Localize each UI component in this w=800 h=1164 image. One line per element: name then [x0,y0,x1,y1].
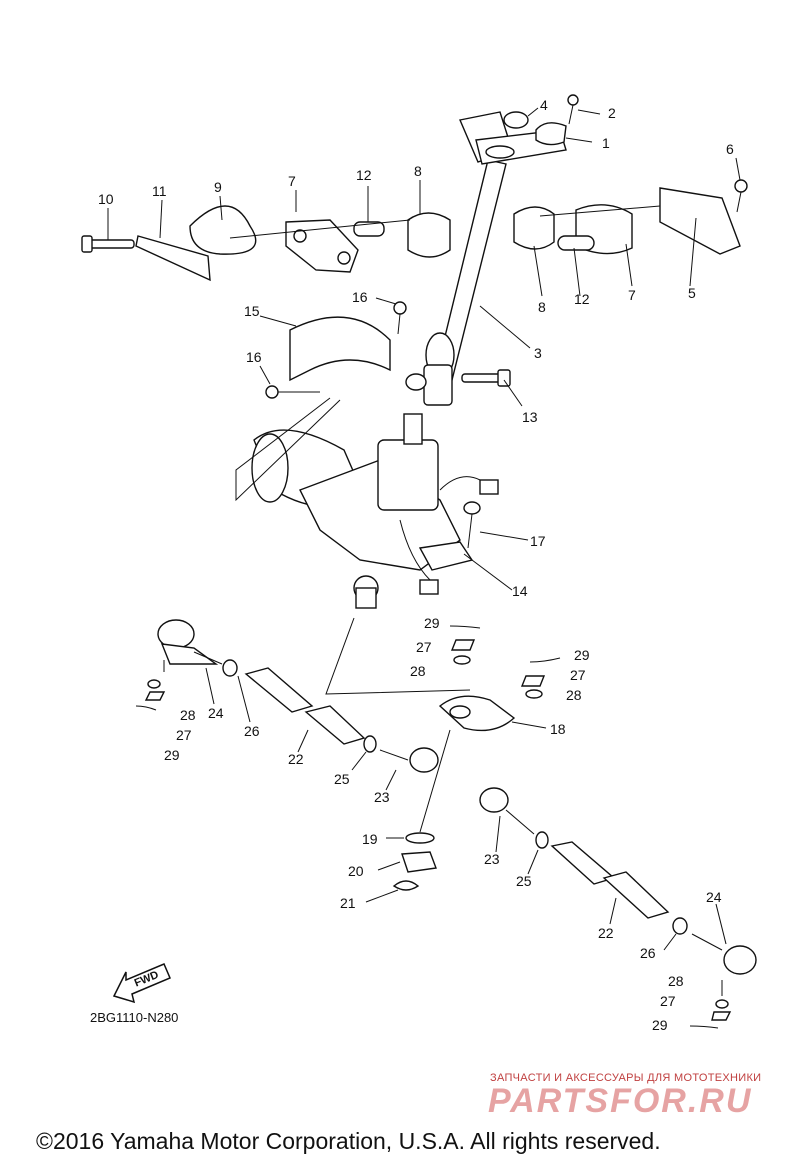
callout-28d: 28 [668,973,684,989]
callout-20: 20 [348,863,364,879]
callout-1: 1 [602,135,610,151]
callout-25b: 25 [516,873,532,889]
callout-18: 18 [550,721,566,737]
callout-29a: 29 [424,615,440,631]
callout-10: 10 [98,191,114,207]
callout-3: 3 [534,345,542,361]
left-clamp-assembly [81,205,451,282]
callout-16b: 16 [246,349,262,365]
callout-16a: 16 [352,289,368,305]
callout-28b: 28 [566,687,582,703]
callout-24b: 24 [706,889,722,905]
callout-22a: 22 [288,751,304,767]
callout-29b: 29 [574,647,590,663]
watermark-brand: PARTSFOR.RU [488,1082,753,1120]
right-clamp-assembly [513,179,748,255]
column-top-parts [503,94,579,146]
callout-26a: 26 [244,723,260,739]
callout-27d: 27 [660,993,676,1009]
callout-17: 17 [530,533,546,549]
callout-5: 5 [688,285,696,301]
callout-8b: 8 [538,299,546,315]
callout-29c: 29 [164,747,180,763]
callout-28a: 28 [410,663,426,679]
callout-24a: 24 [208,705,224,721]
callout-labels: 1 2 3 4 5 6 7 7 8 8 9 10 11 12 12 13 14 … [98,97,734,1033]
callout-9: 9 [214,179,222,195]
callout-21: 21 [340,895,356,911]
right-tie-rod [479,787,757,1029]
left-tie-rod [135,619,439,773]
callout-26b: 26 [640,945,656,961]
callout-4: 4 [540,97,548,113]
callout-7b: 7 [628,287,636,303]
callout-22b: 22 [598,925,614,941]
callout-6: 6 [726,141,734,157]
callout-15: 15 [244,303,260,319]
callout-13: 13 [522,409,538,425]
callout-14: 14 [512,583,528,599]
callout-12a: 12 [356,167,372,183]
steering-column [405,111,567,406]
callout-23b: 23 [484,851,500,867]
callout-27a: 27 [416,639,432,655]
eps-motor-unit [235,301,499,609]
callout-12b: 12 [574,291,590,307]
callout-7a: 7 [288,173,296,189]
callout-2: 2 [608,105,616,121]
callout-23a: 23 [374,789,390,805]
mounting-bolts [461,369,511,549]
callout-11: 11 [152,183,167,199]
callout-27c: 27 [176,727,192,743]
leader-lines [107,107,741,951]
pitman-arm [325,617,516,891]
center-fasteners [449,625,561,699]
callout-28c: 28 [180,707,196,723]
callout-8a: 8 [414,163,422,179]
fwd-arrow-icon: FWD [112,963,171,1004]
diagram-code: 2BG1110-N280 [90,1010,179,1025]
callout-29d: 29 [652,1017,668,1033]
watermark-tagline: ЗАПЧАСТИ И АКСЕССУАРЫ ДЛЯ МОТОТЕХНИКИ [490,1072,762,1084]
callout-25a: 25 [334,771,350,787]
callout-27b: 27 [570,667,586,683]
copyright-text: ©2016 Yamaha Motor Corporation, U.S.A. A… [36,1128,661,1154]
callout-19: 19 [362,831,378,847]
